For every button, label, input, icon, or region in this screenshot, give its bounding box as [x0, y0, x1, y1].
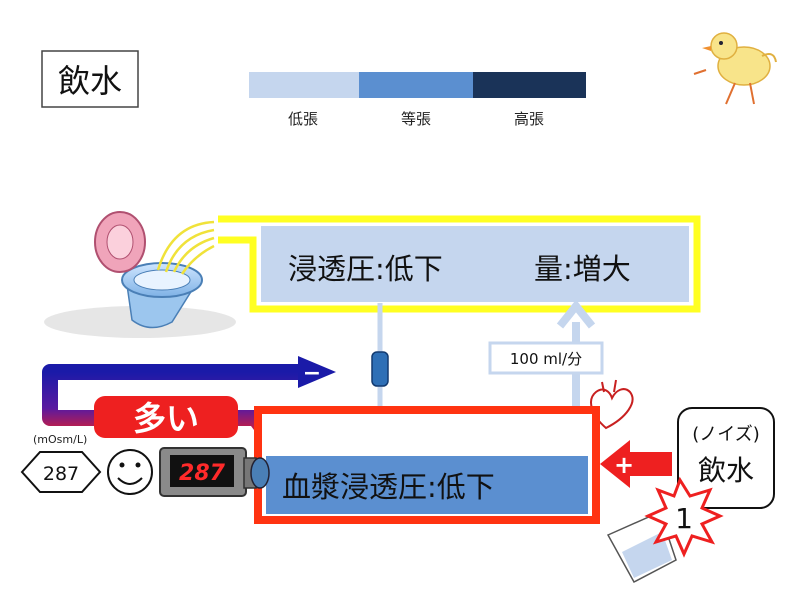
tonicity-legend: 低張 等張 高張 [249, 72, 586, 128]
legend-swatch-isotonic [359, 72, 473, 98]
legend-swatch-hypertonic [473, 72, 586, 98]
outflow-bracket [218, 215, 701, 313]
plasma-osmotic-label: 血漿浸透圧:低下 [282, 470, 495, 504]
osmometer-display: 287 [179, 461, 226, 486]
intake-arrow: + [600, 440, 672, 488]
noise-label: (ノイズ) [692, 424, 760, 445]
burst-badge-number: 1 [675, 502, 693, 535]
legend-label-hypertonic: 高張 [514, 110, 544, 128]
osmometer-lens-icon [250, 457, 270, 489]
title-box: 飲水 [41, 50, 139, 108]
water-glass-icon [606, 510, 677, 584]
many-label-box: 多い [94, 396, 238, 438]
flow-rate-label: 100 ml/分 [510, 350, 582, 368]
osmometer-icon: 287 [159, 447, 270, 497]
feedback-minus-sign: − [303, 361, 321, 386]
legend-label-isotonic: 等張 [401, 110, 431, 128]
legend-label-hypotonic: 低張 [288, 110, 318, 128]
chick-illustration [693, 32, 777, 105]
smiley-icon [107, 449, 153, 495]
toilet-icon [44, 211, 236, 338]
legend-swatch-hypotonic [249, 72, 359, 98]
many-label: 多い [133, 399, 199, 438]
top-compartment-box: 浸透圧:低下 量:増大 [259, 224, 691, 304]
noise-drink-box: (ノイズ) 飲水 [677, 407, 775, 509]
water-jet-icon [156, 220, 215, 275]
drink-label: 飲水 [698, 454, 754, 487]
plasma-compartment-box: 血漿浸透圧:低下 [254, 406, 600, 524]
osmolality-value: 287 [43, 463, 79, 485]
top-volume-label: 量:増大 [534, 252, 631, 286]
osmolality-unit: (mOsm/L) [33, 433, 87, 446]
intake-plus-sign: + [614, 451, 634, 479]
top-osmotic-label: 浸透圧:低下 [288, 252, 443, 286]
osmolality-hexagon: 287 [20, 451, 102, 493]
osmoreceptor-icon [371, 351, 389, 387]
page-title: 飲水 [58, 62, 122, 100]
burst-badge-icon: 1 [644, 476, 724, 558]
heart-icon [590, 379, 634, 430]
flow-rate-label-box: 100 ml/分 [488, 341, 604, 375]
